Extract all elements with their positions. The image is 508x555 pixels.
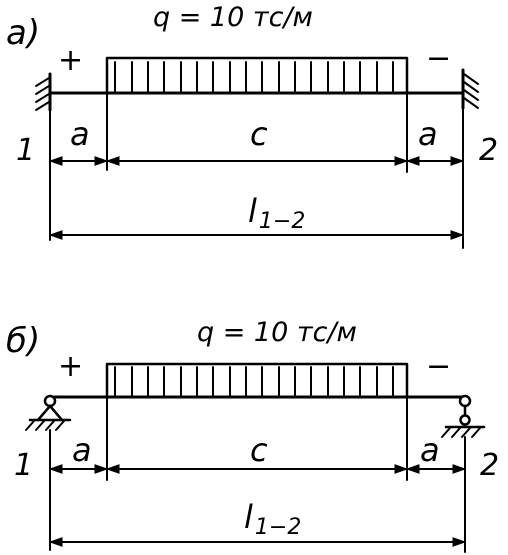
diagram-a: а) q = 10 тс/м + −: [6, 2, 498, 249]
span-label-a: l1−2: [248, 192, 305, 234]
panel-label-b: б): [6, 321, 40, 361]
dim-label-right-b: a: [420, 431, 440, 469]
minus-sign-b: −: [426, 349, 451, 384]
node-label-right-a: 2: [479, 133, 498, 168]
plus-sign-b: +: [58, 349, 83, 384]
span-subscript-b: 1−2: [255, 515, 301, 540]
pinned-support-left-b: [25, 394, 72, 431]
dimension-lines-b: [48, 464, 467, 547]
panel-label-a: а): [6, 13, 40, 53]
minus-sign-a: −: [426, 41, 451, 76]
distributed-load-b: [105, 362, 409, 399]
span-subscript-a: 1−2: [259, 209, 305, 234]
dim-label-left-b: a: [72, 431, 92, 469]
span-symbol-b: l: [244, 498, 253, 536]
span-label-b: l1−2: [244, 498, 301, 540]
dimension-lines-a: [48, 156, 465, 240]
fixed-support-right-a: [461, 68, 479, 110]
dim-label-mid-b: c: [250, 431, 268, 469]
dim-label-right-a: a: [418, 115, 438, 153]
dim-label-mid-a: c: [250, 115, 268, 153]
roller-support-right-b: [441, 394, 486, 438]
plus-sign-a: +: [58, 43, 83, 78]
distributed-load-a: [105, 56, 409, 95]
dim-label-left-a: a: [70, 115, 90, 153]
load-label-b: q = 10 тс/м: [197, 317, 357, 348]
diagram-b: б) q = 10 тс/м + −: [6, 317, 499, 553]
span-symbol-a: l: [248, 192, 257, 230]
node-label-left-b: 1: [14, 448, 33, 483]
node-label-left-a: 1: [16, 133, 35, 168]
fixed-support-left-a: [35, 72, 52, 112]
node-label-right-b: 2: [480, 448, 499, 483]
load-label-a: q = 10 тс/м: [153, 2, 313, 33]
